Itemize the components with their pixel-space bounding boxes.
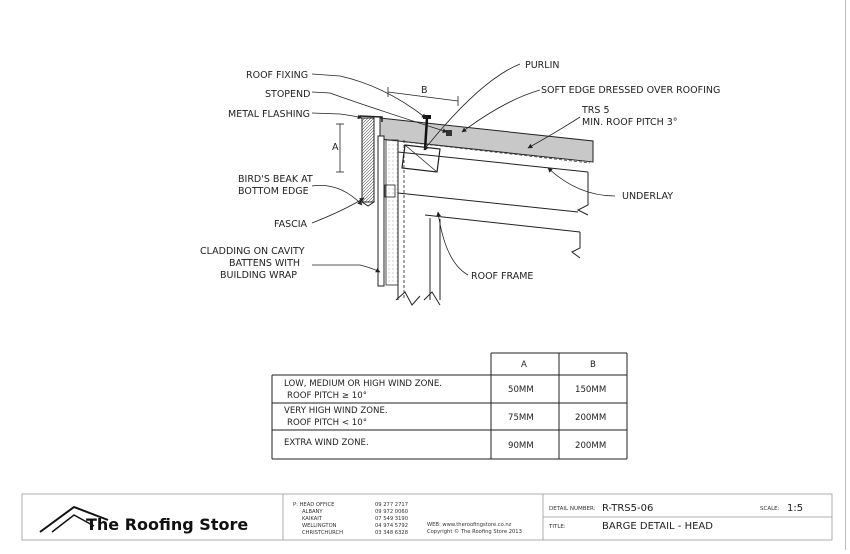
table-row-1-line2: ROOF PITCH ≥ 10° — [287, 391, 367, 401]
title-label: TITLE: — [548, 524, 566, 530]
callout-soft-edge: SOFT EDGE DRESSED OVER ROOFING — [541, 85, 720, 96]
company-logo-text: The Roofing Store — [86, 515, 248, 534]
stopend — [446, 130, 452, 136]
detail-number-label: DETAIL NUMBER: — [549, 506, 596, 512]
table-row-2-line2: ROOF PITCH < 10° — [287, 418, 367, 428]
office-name: ALBANY — [302, 509, 323, 515]
sheet-border — [845, 0, 846, 550]
drawing-title: BARGE DETAIL - HEAD — [602, 521, 713, 532]
head-office-phone: 09 277 2717 — [375, 502, 408, 508]
callout-cladding-3: BUILDING WRAP — [220, 270, 297, 281]
office-name: KAIKAIT — [302, 516, 323, 522]
callout-birds-beak-1: BIRD'S BEAK AT — [238, 174, 313, 185]
callout-roof-frame: ROOF FRAME — [471, 271, 533, 282]
cladding — [377, 135, 385, 287]
office-name: CHRISTCHURCH — [302, 530, 343, 536]
copyright-text: Copyright © The Roofing Store 2013 — [427, 528, 522, 535]
table-row-3-line1: EXTRA WIND ZONE. — [284, 438, 369, 448]
leader-lines — [311, 63, 616, 276]
dimension-b-label: B — [421, 85, 428, 96]
callout-underlay: UNDERLAY — [622, 191, 673, 202]
offices-heading: P: HEAD OFFICE — [293, 502, 334, 508]
callout-trs-2: MIN. ROOF PITCH 3° — [582, 117, 678, 128]
table-row-3-b: 200MM — [575, 441, 606, 451]
table-row-2-b: 200MM — [575, 413, 606, 423]
callout-trs-1: TRS 5 — [581, 105, 610, 116]
roof-section — [359, 115, 594, 306]
dimension-table: A B LOW, MEDIUM OR HIGH WIND ZONE. ROOF … — [271, 352, 628, 460]
callout-fascia: FASCIA — [274, 219, 308, 230]
roofing-sheet — [379, 117, 594, 163]
detail-number-value: R-TRS5-06 — [602, 503, 653, 514]
table-header-b: B — [590, 360, 596, 370]
table-row-1-line1: LOW, MEDIUM OR HIGH WIND ZONE. — [284, 379, 442, 389]
office-phone: 03 348 6328 — [375, 530, 408, 536]
callout-birds-beak-2: BOTTOM EDGE — [238, 186, 309, 197]
company-logo-roof — [39, 505, 109, 533]
callout-roof-fixing: ROOF FIXING — [246, 70, 308, 81]
callout-purlin: PURLIN — [525, 60, 559, 71]
table-row-3-a: 90MM — [508, 441, 534, 451]
fascia — [361, 117, 375, 203]
callout-cladding-2: BATTENS WITH — [229, 258, 300, 269]
dimension-b: B — [387, 85, 459, 106]
callout-cladding-1: CLADDING ON CAVITY — [200, 246, 305, 257]
scale-value: 1:5 — [787, 503, 803, 514]
callout-metal-flashing: METAL FLASHING — [228, 109, 310, 120]
table-row-2-line1: VERY HIGH WIND ZONE. — [284, 406, 388, 416]
scale-label: SCALE: — [760, 506, 780, 512]
metal-flashing — [359, 115, 383, 122]
callout-stopend: STOPEND — [265, 89, 310, 100]
underlay-line — [404, 141, 591, 164]
table-header-a: A — [521, 360, 527, 370]
office-phone: 04 974 5792 — [375, 523, 408, 529]
dimension-a: A — [332, 123, 344, 173]
website-text: WEB: www.theroofingstore.co.nz — [427, 522, 512, 528]
office-name: WELLINGTON — [302, 523, 337, 529]
table-row-1-b: 150MM — [575, 385, 606, 395]
dimension-a-label: A — [332, 142, 339, 153]
table-row-1-a: 50MM — [508, 385, 534, 395]
table-row-2-a: 75MM — [508, 413, 534, 423]
office-phone: 09 972 0060 — [375, 509, 408, 515]
title-block: The Roofing Store P: HEAD OFFICE 09 277 … — [21, 493, 833, 541]
office-phone: 07 549 3190 — [375, 516, 408, 522]
roof-fixing — [423, 117, 429, 151]
